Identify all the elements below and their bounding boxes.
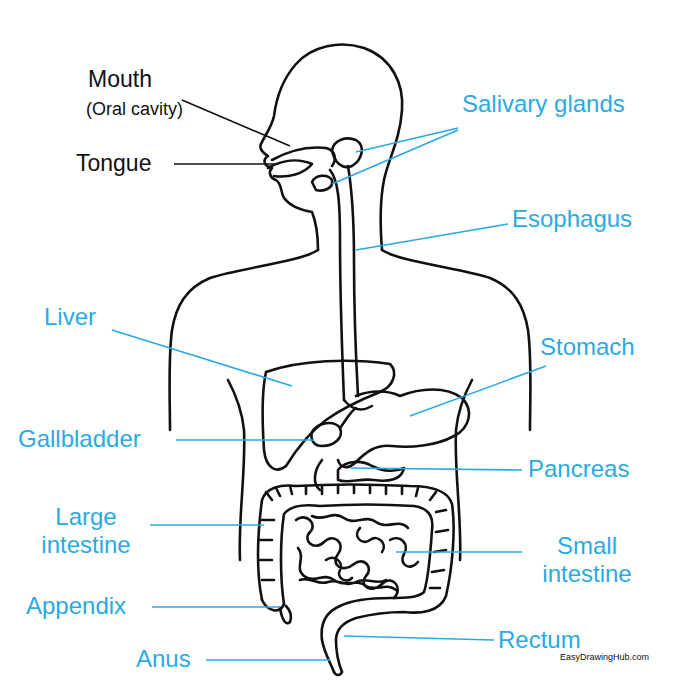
part-label: Small intestine <box>522 532 652 587</box>
part-label: Appendix <box>26 592 156 620</box>
part-label: Anus <box>136 645 216 673</box>
part-label: Esophagus <box>512 205 672 233</box>
part-label: Tongue <box>76 150 176 176</box>
part-label: Pancreas <box>528 455 673 483</box>
part-label: Rectum <box>498 626 618 654</box>
watermark: EasyDrawingHub.com <box>560 652 676 662</box>
part-label: Mouth <box>88 66 188 92</box>
part-label: Salivary glands <box>462 90 672 118</box>
part-label: Gallbladder <box>18 425 178 453</box>
part-label: Stomach <box>540 333 675 361</box>
part-label: Liver <box>44 303 134 331</box>
part-label: (Oral cavity) <box>86 99 206 120</box>
part-label: Large intestine <box>22 503 150 558</box>
